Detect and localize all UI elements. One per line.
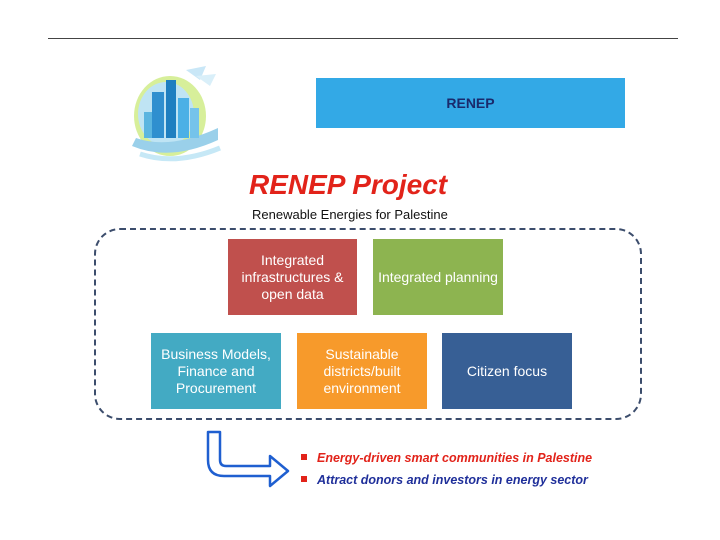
outcome-item: Energy-driven smart communities in Pales… xyxy=(301,449,592,471)
smart-city-globe-icon xyxy=(132,66,221,162)
square-bullet-icon xyxy=(301,476,307,482)
outcome-item: Attract donors and investors in energy s… xyxy=(301,471,592,493)
curved-arrow-icon xyxy=(206,430,290,488)
top-divider xyxy=(48,38,678,39)
outcomes-list: Energy-driven smart communities in Pales… xyxy=(301,449,592,493)
pillar-integrated-planning: Integrated planning xyxy=(373,239,503,315)
pillar-citizen-focus: Citizen focus xyxy=(442,333,572,409)
pillar-label: Business Models, Finance and Procurement xyxy=(161,345,271,396)
project-subtitle: Renewable Energies for Palestine xyxy=(252,207,448,222)
pillar-label: Sustainable districts/built environment xyxy=(323,345,401,396)
outcome-text: Energy-driven smart communities in Pales… xyxy=(317,451,593,465)
pillar-business-models: Business Models, Finance and Procurement xyxy=(151,333,281,409)
pillar-sustainable-districts: Sustainable districts/built environment xyxy=(297,333,427,409)
pillar-integrated-infrastructures: Integrated infrastructures & open data xyxy=(228,239,357,315)
pillar-label: Citizen focus xyxy=(466,362,548,379)
renep-banner: RENEP xyxy=(316,78,625,128)
pillar-label: Integrated planning xyxy=(378,268,498,285)
pillar-label: Integrated infrastructures & open data xyxy=(241,251,344,302)
project-title: RENEP Project xyxy=(249,169,448,200)
outcome-text: Attract donors and investors in energy s… xyxy=(317,473,588,487)
square-bullet-icon xyxy=(301,454,307,460)
pillars-frame xyxy=(94,228,642,420)
banner-label: RENEP xyxy=(446,95,495,111)
